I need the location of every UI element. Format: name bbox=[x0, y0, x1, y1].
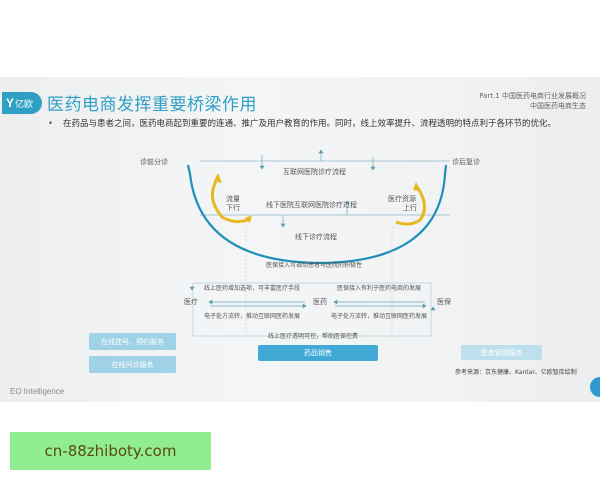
label-internet-hospital-flow: 互联网医院诊疗流程 bbox=[283, 168, 346, 176]
label-resource-up-1: 医疗资源 bbox=[388, 195, 416, 203]
ecosystem-diagram bbox=[186, 149, 450, 339]
logo-text: 亿欧 bbox=[15, 99, 34, 110]
label-right-upper: 医保接入有利于医药电商的发展 bbox=[337, 285, 422, 292]
label-right-lower: 电子处方流转，推动互联网医药发展 bbox=[331, 313, 428, 320]
node-medical: 医疗 bbox=[184, 298, 198, 306]
source-note: 参考来源：京东健康、Kantar、亿欧智库绘制 bbox=[455, 369, 577, 376]
label-offline-online-process: 线下医院互联网医院诊疗过程 bbox=[266, 201, 357, 209]
bullet-text: •在药品与患者之间，医药电商起到重要的连通、推广及用户教育的作用。同时，线上效率… bbox=[48, 119, 557, 129]
drug-sales-button[interactable]: 药品销售 bbox=[258, 345, 378, 361]
node-pharma: 医药 bbox=[313, 298, 327, 306]
footer-brand: EO Intelligence bbox=[10, 387, 65, 396]
label-pre-triage: 诊前分诊 bbox=[140, 158, 168, 166]
slide: Y 亿欧 医药电商发挥重要桥梁作用 Part.1 中国医药电商行业发展概况 中国… bbox=[0, 77, 600, 402]
patient-mgmt-button[interactable]: 患者管理服务 bbox=[461, 345, 542, 360]
label-left-lower: 电子处方流转，推动互联网医药发展 bbox=[204, 313, 301, 320]
watermark: cn-88zhiboty.com bbox=[10, 432, 211, 470]
online-register-button[interactable]: 在线挂号、预约服务 bbox=[89, 333, 176, 350]
section-part: Part.1 中国医药电商行业发展概况 bbox=[479, 92, 586, 100]
label-bottom-note: 线上医疗透明可控，帮助医保控费 bbox=[268, 333, 359, 340]
label-resource-up-2: 上行 bbox=[403, 204, 417, 212]
label-offline-flow: 线下诊疗流程 bbox=[295, 233, 337, 241]
label-traffic-down-1: 流量 bbox=[226, 195, 240, 203]
section-sub: 中国医药电商生态 bbox=[530, 102, 586, 110]
bullet-dot-icon: • bbox=[48, 119, 54, 129]
label-insurance-note: 医保接入可调动患者与医院的积极性 bbox=[266, 262, 363, 269]
logo-y-icon: Y bbox=[6, 96, 15, 110]
float-circle-button[interactable] bbox=[590, 377, 600, 397]
label-post-followup: 诊后复诊 bbox=[452, 158, 480, 166]
slide-title: 医药电商发挥重要桥梁作用 bbox=[47, 95, 257, 115]
node-insurance: 医保 bbox=[437, 298, 451, 306]
section-label: Part.1 中国医药电商行业发展概况 中国医药电商生态 bbox=[479, 91, 586, 111]
logo: Y 亿欧 bbox=[2, 92, 42, 114]
online-consult-button[interactable]: 在线问诊服务 bbox=[89, 356, 176, 373]
label-traffic-down-2: 下行 bbox=[226, 204, 240, 212]
label-left-upper: 线上医药增加选项，可丰富医疗手段 bbox=[204, 285, 301, 292]
